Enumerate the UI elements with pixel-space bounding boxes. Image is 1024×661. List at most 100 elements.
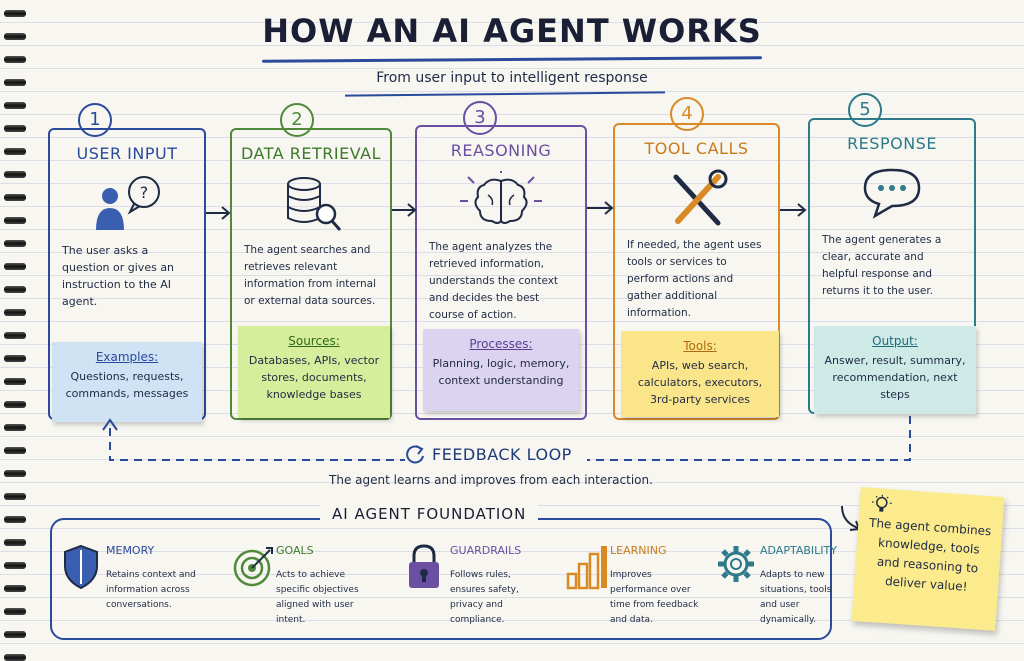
feature-name: MEMORY <box>106 544 155 557</box>
arrow-right-icon <box>780 203 807 217</box>
step-title: REASONING <box>450 141 552 160</box>
feedback-loop-title: FEEDBACK LOOP <box>432 445 572 464</box>
step-number-3: 3 <box>463 101 497 135</box>
binding-ring <box>4 286 26 293</box>
step-description: The agent generates a clear, accurate an… <box>822 234 942 297</box>
binding-ring <box>4 240 26 247</box>
binding-ring <box>4 585 26 592</box>
brain-icon <box>456 169 546 237</box>
feature-name: GOALS <box>276 544 314 557</box>
step-number-5: 5 <box>848 93 882 127</box>
step-number-2: 2 <box>280 103 314 137</box>
sticky-note-processes: Processes: Planning, logic, memory, cont… <box>423 329 579 411</box>
step-title: TOOL CALLS <box>644 139 749 158</box>
page-subtitle: From user input to intelligent response <box>376 70 648 86</box>
summary-text: The agent combines knowledge, tools and … <box>868 515 992 594</box>
shield-icon <box>62 544 100 594</box>
tools-icon <box>664 169 730 235</box>
step-number-4: 4 <box>670 97 704 131</box>
step-card-response: RESPONSE The agent generates a clear, ac… <box>808 118 976 414</box>
note-heading: Sources: <box>288 334 340 348</box>
note-body: Planning, logic, memory, context underst… <box>432 357 570 387</box>
feature-description: Adapts to new situations, tools and user… <box>760 570 832 625</box>
note-body: APIs, web search, calculators, executors… <box>637 359 763 406</box>
feedback-loop-label-bg <box>405 442 587 468</box>
binding-ring <box>4 217 26 224</box>
step-description: The agent analyzes the retrieved informa… <box>429 241 559 321</box>
foundation-title: AI AGENT FOUNDATION <box>320 505 539 523</box>
step-title: USER INPUT <box>76 144 178 163</box>
binding-ring <box>4 608 26 615</box>
binding-ring <box>4 194 26 201</box>
arrow-right-icon <box>206 206 231 220</box>
sticky-note-summary: The agent combines knowledge, tools and … <box>851 487 1005 631</box>
step-card-user-input: USER INPUT ? The user asks a question or… <box>48 128 206 422</box>
step-card-data-retrieval: DATA RETRIEVAL The agent searches and re… <box>230 128 392 420</box>
title-underline <box>261 56 763 63</box>
feature-description: Retains context and information across c… <box>106 570 196 610</box>
feature-name: LEARNING <box>610 544 667 557</box>
binding-ring <box>4 332 26 339</box>
binding-ring <box>4 102 26 109</box>
binding-ring <box>4 470 26 477</box>
step-card-reasoning: REASONING The agent analyzes the retriev… <box>415 125 587 420</box>
note-heading: Examples: <box>95 350 159 364</box>
subtitle-underline <box>344 91 666 97</box>
sticky-note-sources: Sources: Databases, APIs, vector stores,… <box>238 326 390 418</box>
step-title: DATA RETRIEVAL <box>240 144 382 163</box>
target-icon <box>232 544 276 592</box>
feedback-loop-subtitle: The agent learns and improves from each … <box>329 473 653 487</box>
binding-ring <box>4 493 26 500</box>
binding-ring <box>4 125 26 132</box>
binding-ring <box>4 516 26 523</box>
lock-icon <box>406 544 442 594</box>
feature-name: ADAPTABILITY <box>760 544 837 557</box>
step-card-tool-calls: TOOL CALLS If needed, the agent uses too… <box>613 123 780 420</box>
database-search-icon <box>276 174 346 238</box>
note-body: Answer, result, summary, recommendation,… <box>824 354 966 401</box>
feature-description: Improves performance over time from feed… <box>610 570 699 625</box>
step-description: The agent searches and retrieves relevan… <box>244 244 376 307</box>
binding-ring <box>4 10 26 17</box>
feature-description: Acts to achieve specific objectives alig… <box>276 570 359 625</box>
binding-ring <box>4 378 26 385</box>
binding-ring <box>4 562 26 569</box>
binding-ring <box>4 401 26 408</box>
sticky-note-tools: Tools: APIs, web search, calculators, ex… <box>621 331 779 417</box>
feature-name: GUARDRAILS <box>450 544 522 557</box>
note-heading: Tools: <box>683 339 717 353</box>
refresh-icon <box>406 445 424 464</box>
user-question-icon: ? <box>82 174 172 238</box>
binding-ring <box>4 447 26 454</box>
bar-chart-icon <box>566 544 608 594</box>
note-heading: Processes: <box>469 337 533 351</box>
step-description: If needed, the agent uses tools or servi… <box>627 239 762 319</box>
chat-bubble-icon <box>857 164 927 228</box>
binding-ring <box>4 631 26 638</box>
binding-ring <box>4 424 26 431</box>
binding-ring <box>4 79 26 86</box>
binding-ring <box>4 148 26 155</box>
spiral-binding <box>0 0 30 661</box>
feature-description: Follows rules, ensures safety, privacy a… <box>450 570 519 625</box>
binding-ring <box>4 263 26 270</box>
svg-text:?: ? <box>140 183 149 202</box>
arrow-right-icon <box>587 201 614 215</box>
lightbulb-icon <box>871 494 892 512</box>
binding-ring <box>4 33 26 40</box>
sticky-note-output: Output: Answer, result, summary, recomme… <box>814 326 976 414</box>
binding-ring <box>4 654 26 661</box>
gear-icon <box>716 544 756 588</box>
binding-ring <box>4 355 26 362</box>
arrow-right-icon <box>392 203 417 217</box>
binding-ring <box>4 539 26 546</box>
feedback-loop-line <box>102 416 911 461</box>
binding-ring <box>4 309 26 316</box>
step-description: The user asks a question or gives an ins… <box>62 244 175 308</box>
note-body: Questions, requests, commands, messages <box>65 370 189 400</box>
step-title: RESPONSE <box>847 134 937 153</box>
sticky-note-examples: Examples: Questions, requests, commands,… <box>52 342 202 422</box>
binding-ring <box>4 171 26 178</box>
step-number-1: 1 <box>78 103 112 137</box>
binding-ring <box>4 56 26 63</box>
